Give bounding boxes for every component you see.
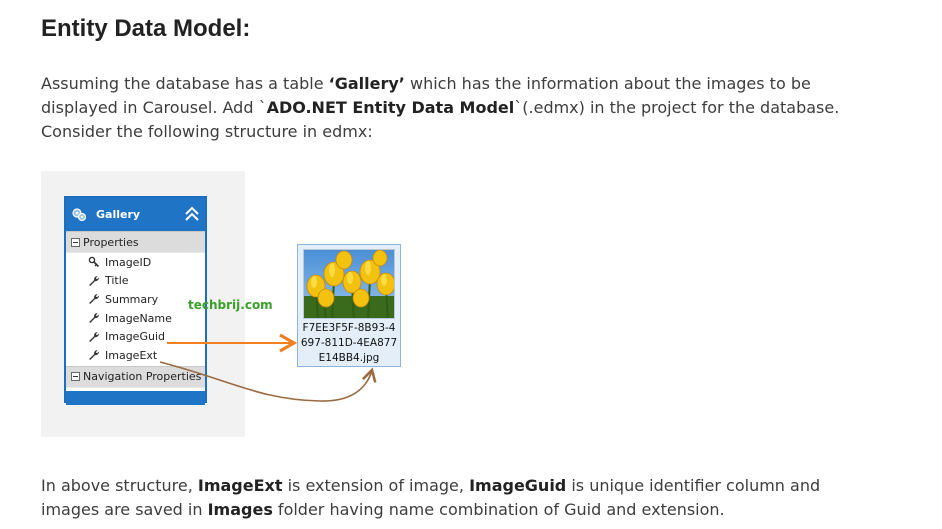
- intro-text-3: `(.edmx) in the project for the database…: [41, 98, 840, 141]
- property-row: ImageGuid: [66, 327, 205, 346]
- watermark-text: techbrij.com: [188, 298, 273, 312]
- summary-bold-imageext: ImageExt: [197, 476, 283, 495]
- wrench-icon: [89, 350, 99, 361]
- property-name: Title: [105, 274, 129, 288]
- intro-paragraph: Assuming the database has a table ‘Galle…: [41, 72, 871, 144]
- navigation-label: Navigation Properties: [83, 370, 202, 384]
- section-heading: Entity Data Model:: [41, 15, 251, 42]
- navigation-section-header[interactable]: Navigation Properties: [66, 365, 205, 388]
- file-name-label: F7EE3F5F-8B93-4697-811D-4EA877E14BB4.jpg: [300, 322, 398, 364]
- wrench-icon: [89, 331, 99, 342]
- intro-bold-edm: ADO.NET Entity Data Model: [266, 98, 515, 117]
- intro-text-2: which has the information about the imag…: [41, 74, 811, 117]
- collapse-minus-icon[interactable]: [71, 372, 80, 382]
- property-row: ImageName: [66, 309, 205, 328]
- property-name: ImageGuid: [105, 330, 165, 344]
- property-name: ImageExt: [105, 348, 158, 362]
- property-row: ImageExt: [66, 346, 205, 365]
- tulips-image: [304, 250, 394, 318]
- summary-text-3: is unique identifier column and images a…: [41, 476, 821, 519]
- entity-header: Gallery: [66, 198, 205, 231]
- summary-bold-imageguid: ImageGuid: [469, 476, 567, 495]
- entity-footer: [66, 390, 205, 405]
- key-icon: [88, 256, 100, 268]
- entity-icon: [72, 207, 87, 221]
- wrench-icon: [89, 313, 99, 324]
- summary-paragraph: In above structure, ImageExt is extensio…: [41, 474, 871, 522]
- collapse-minus-icon[interactable]: [71, 237, 80, 247]
- image-file-tile[interactable]: F7EE3F5F-8B93-4697-811D-4EA877E14BB4.jpg: [297, 244, 401, 367]
- property-row: Title: [66, 272, 205, 291]
- property-row: Summary: [66, 290, 205, 309]
- tulips-thumbnail: [303, 249, 395, 319]
- wrench-icon: [89, 276, 99, 286]
- properties-label: Properties: [83, 235, 139, 249]
- property-name: Summary: [105, 292, 159, 306]
- summary-text-4: folder having name combination of Guid a…: [272, 500, 725, 519]
- gallery-entity-box: Gallery Properties ImageID Title Summary: [64, 196, 207, 405]
- summary-bold-images: Images: [207, 500, 273, 519]
- intro-bold-gallery: ‘Gallery’: [328, 74, 405, 93]
- property-row: ImageID: [66, 253, 205, 272]
- summary-text-2: is extension of image,: [282, 476, 470, 495]
- property-name: ImageName: [105, 311, 172, 325]
- intro-text-1: Assuming the database has a table: [41, 74, 329, 93]
- summary-text-1: In above structure,: [41, 476, 198, 495]
- wrench-icon: [89, 294, 99, 305]
- collapse-chevron-icon[interactable]: [184, 205, 200, 223]
- entity-title: Gallery: [96, 208, 141, 221]
- properties-section-header[interactable]: Properties: [66, 231, 205, 253]
- property-name: ImageID: [105, 255, 152, 269]
